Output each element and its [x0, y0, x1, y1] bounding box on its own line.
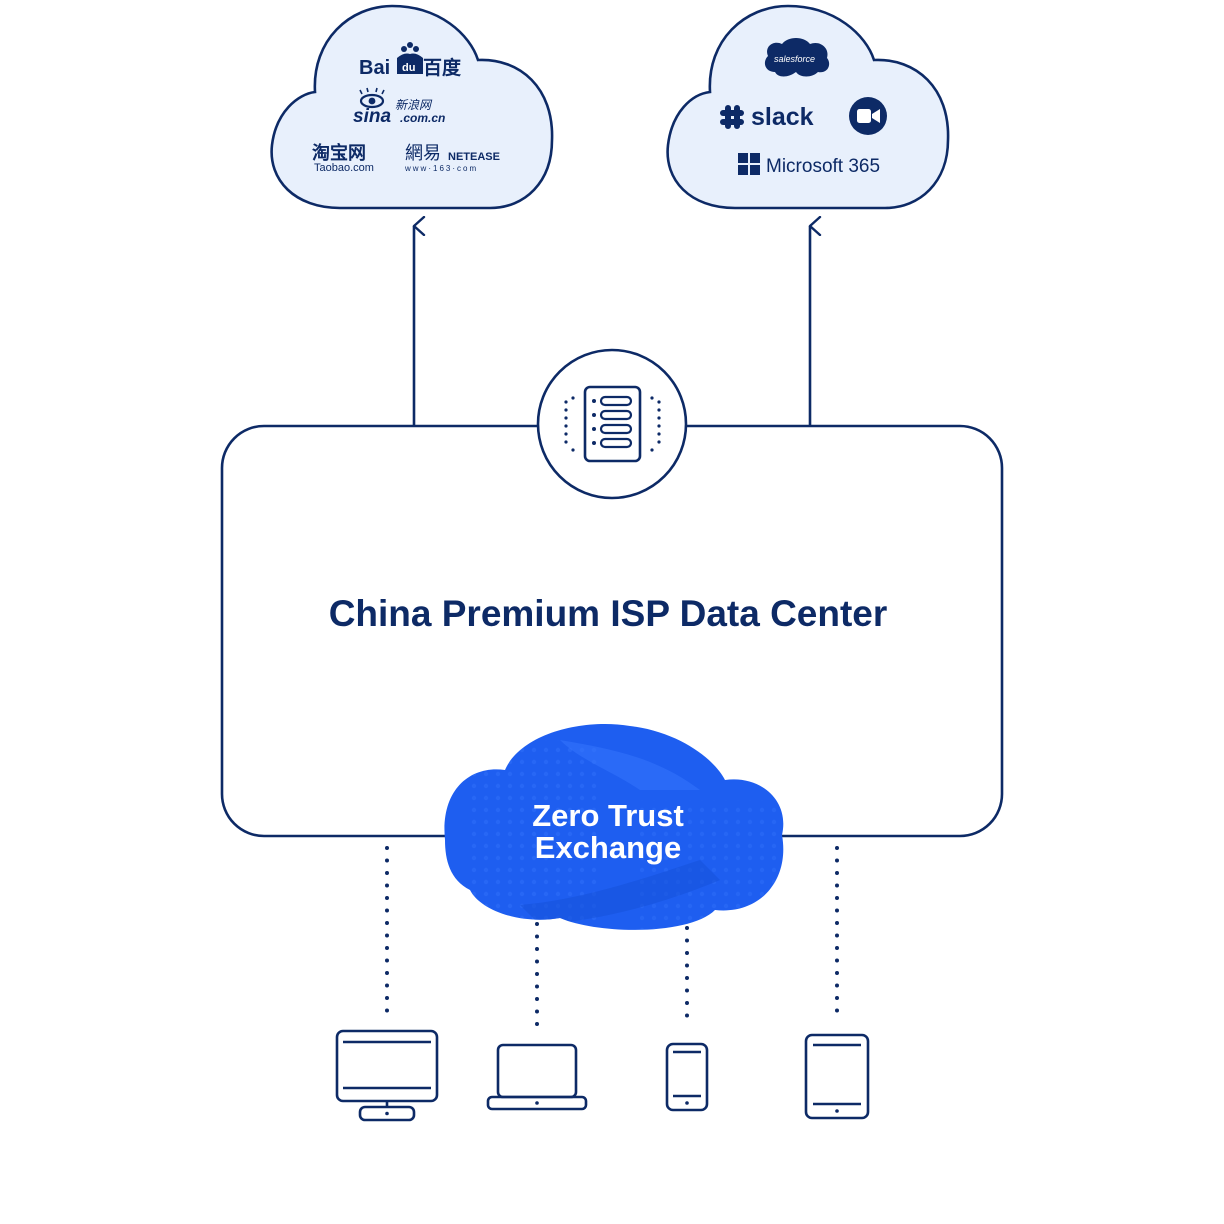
svg-text:du: du: [402, 62, 415, 74]
svg-text:Taobao.com: Taobao.com: [314, 162, 374, 174]
svg-text:www·163·com: www·163·com: [404, 164, 478, 173]
svg-text:淘宝网: 淘宝网: [312, 142, 366, 163]
svg-text:Microsoft 365: Microsoft 365: [766, 156, 880, 177]
zte-label-line1: Zero Trust: [532, 798, 684, 833]
cloud-shape: [666, 4, 950, 210]
sina-logo: 新浪网 sina .com.cn: [353, 87, 445, 127]
desktop-monitor-icon: [335, 1029, 439, 1122]
server-rack-icon: [536, 348, 688, 500]
svg-text:.com.cn: .com.cn: [400, 111, 445, 125]
salesforce-logo: salesforce: [764, 38, 830, 77]
svg-text:sina: sina: [353, 106, 391, 127]
svg-text:slack: slack: [751, 103, 814, 131]
zoom-camera-icon: [849, 97, 887, 135]
sina-eye-icon: [359, 87, 385, 109]
zero-trust-exchange-cloud: Zero Trust Exchange: [444, 724, 784, 930]
svg-text:百度: 百度: [423, 56, 462, 79]
data-center-title: China Premium ISP Data Center: [329, 593, 888, 634]
slack-logo: slack: [720, 103, 814, 131]
microsoft-365-logo: Microsoft 365: [738, 153, 880, 177]
svg-text:新浪网: 新浪网: [395, 98, 433, 112]
netease-logo: 網易 NETEASE www·163·com: [404, 143, 500, 173]
svg-text:Bai: Bai: [359, 57, 390, 79]
device-connectors: [385, 846, 839, 1028]
taobao-logo: 淘宝网 Taobao.com: [312, 142, 374, 174]
zte-label-line2: Exchange: [535, 830, 681, 865]
china-apps-cloud: Bai du 百度 新浪网 sina .com.cn 淘宝网 Taob: [270, 4, 554, 210]
svg-text:NETEASE: NETEASE: [448, 151, 500, 163]
tablet-icon: [804, 1033, 870, 1120]
baidu-logo: Bai du 百度: [359, 42, 462, 79]
svg-text:salesforce: salesforce: [774, 54, 815, 64]
global-apps-cloud: salesforce slack Micro: [666, 4, 950, 210]
svg-text:網易: 網易: [405, 143, 441, 163]
smartphone-icon: [665, 1042, 709, 1112]
slack-hash-icon: [720, 105, 744, 129]
baidu-paw-icon: du: [397, 42, 423, 74]
laptop-icon: [486, 1043, 588, 1111]
windows-icon: [738, 153, 760, 175]
cloud-shape: [270, 4, 554, 210]
